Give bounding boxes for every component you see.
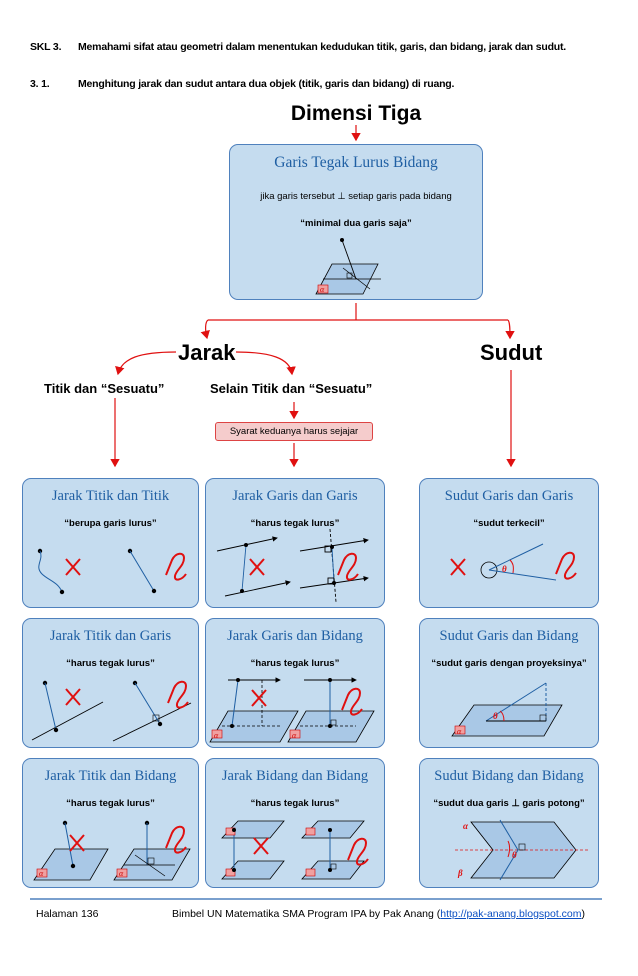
svg-text:θ: θ: [493, 711, 498, 721]
footer-page: Halaman 136: [36, 908, 99, 920]
sub-number: 3. 1.: [30, 78, 50, 90]
box-subtitle: “sudut terkecil”: [473, 518, 545, 529]
top-plane-figure: α: [315, 238, 381, 295]
fig-titik-garis: [31, 680, 192, 742]
svg-text:θ: θ: [512, 850, 517, 860]
box-subtitle: “harus tegak lurus”: [66, 658, 155, 669]
box-jarak-titik-garis: Jarak Titik dan Garis “harus tegak lurus…: [22, 618, 199, 748]
box-title: Sudut Bidang dan Bidang: [434, 768, 584, 784]
box-title: Jarak Garis dan Bidang: [227, 628, 363, 644]
top-box-title: Garis Tegak Lurus Bidang: [274, 154, 438, 171]
fig-titik-bidang: [33, 820, 191, 881]
box-title: Jarak Titik dan Garis: [49, 628, 172, 644]
fig-garis-bidang: [209, 677, 375, 743]
footer-close: ): [581, 908, 586, 920]
box-subtitle: “sudut garis dengan proyeksinya”: [431, 658, 587, 669]
titik-sesuatu-label: Titik dan “Sesuatu”: [44, 381, 165, 396]
svg-text:α: α: [292, 731, 297, 740]
main-title: Dimensi Tiga: [290, 102, 422, 125]
fig-bidang-bidang: [221, 820, 369, 880]
footer-text: Bimbel UN Matematika SMA Program IPA by …: [172, 908, 585, 920]
box-title: Jarak Garis dan Garis: [232, 488, 358, 504]
svg-text:α: α: [214, 731, 219, 740]
box-jarak-garis-garis: Jarak Garis dan Garis “harus tegak lurus…: [205, 478, 385, 608]
svg-text:α: α: [463, 821, 469, 831]
box-title: Jarak Titik dan Bidang: [44, 768, 177, 784]
box-title: Sudut Garis dan Garis: [444, 488, 574, 504]
svg-text:α: α: [320, 285, 325, 294]
box-sudut-garis-garis: Sudut Garis dan Garis “sudut terkecil”: [419, 478, 599, 608]
svg-text:α: α: [119, 869, 124, 878]
skl-number: SKL 3.: [30, 41, 62, 53]
sudut-label: Sudut: [480, 340, 543, 365]
fig-sudut-garis-garis: [450, 543, 577, 581]
box-subtitle: “harus tegak lurus”: [250, 798, 340, 809]
syarat-badge: Syarat keduanya harus sejajar: [215, 422, 373, 441]
svg-text:α: α: [457, 727, 462, 736]
box-subtitle: “harus tegak lurus”: [66, 798, 155, 809]
footer-link[interactable]: http://pak-anang.blogspot.com: [440, 908, 582, 920]
box-title: Jarak Bidang dan Bidang: [221, 768, 369, 784]
fig-titik-titik: [37, 548, 187, 595]
svg-text:α: α: [39, 869, 44, 878]
fig-sudut-garis-bidang: [451, 682, 563, 737]
box-jarak-titik-titik: Jarak Titik dan Titik “berupa garis luru…: [22, 478, 199, 608]
sub-text: Menghitung jarak dan sudut antara dua ob…: [78, 78, 455, 90]
fig-garis-garis: [216, 528, 369, 603]
box-subtitle: “harus tegak lurus”: [250, 658, 340, 669]
box-subtitle: “harus tegak lurus”: [250, 518, 340, 529]
box-title: Jarak Titik dan Titik: [51, 488, 170, 504]
footer-credit: Bimbel UN Matematika SMA Program IPA by …: [172, 908, 441, 920]
svg-text:β: β: [457, 868, 463, 878]
box-subtitle: “sudut dua garis ⊥ garis potong”: [433, 798, 585, 809]
box-subtitle: “berupa garis lurus”: [64, 518, 157, 529]
box-title: Sudut Garis dan Bidang: [439, 628, 579, 644]
selain-label: Selain Titik dan “Sesuatu”: [210, 381, 373, 396]
skl-text: Memahami sifat atau geometri dalam menen…: [78, 41, 567, 53]
branch-arrows: [110, 303, 516, 468]
top-box-line1: jika garis tersebut ⊥ setiap garis pada …: [260, 191, 452, 202]
fig-sudut-bidang-bidang: [455, 819, 588, 881]
jarak-label: Jarak: [178, 340, 236, 365]
top-box-line2: “minimal dua garis saja”: [300, 218, 412, 229]
svg-text:θ: θ: [502, 564, 507, 574]
